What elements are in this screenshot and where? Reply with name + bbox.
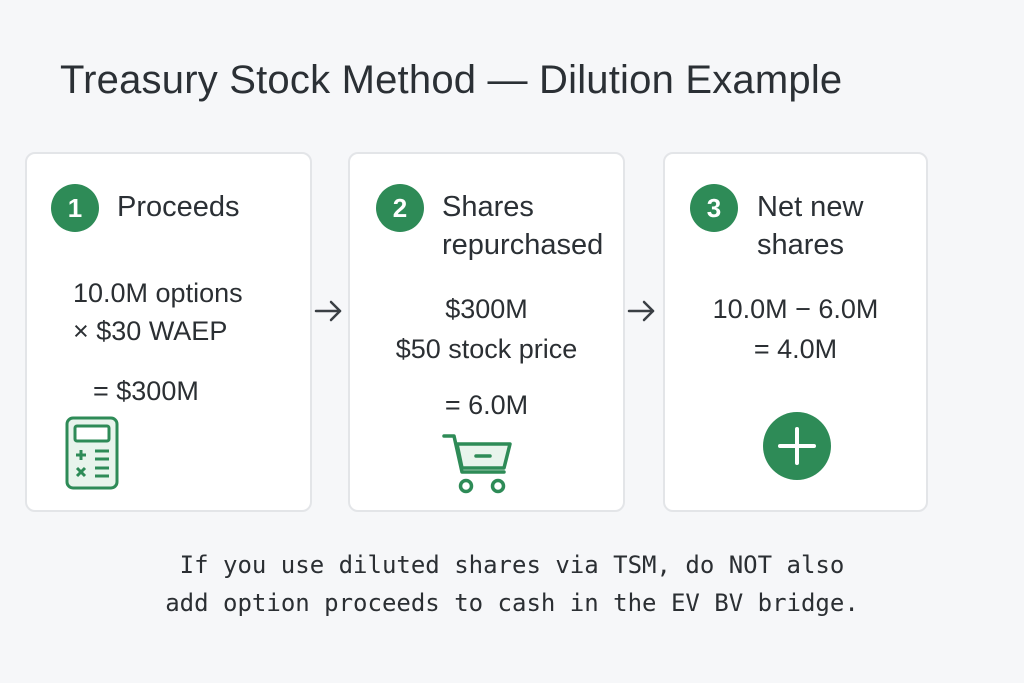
step-result: = $300M bbox=[93, 376, 199, 406]
step-number-badge: 3 bbox=[690, 184, 738, 232]
footnote-line: If you use diluted shares via TSM, do NO… bbox=[179, 551, 845, 579]
footnote-line: add option proceeds to cash in the EV BV… bbox=[165, 589, 859, 617]
arrow-right-icon bbox=[627, 300, 655, 322]
step-title: repurchased bbox=[442, 229, 604, 261]
step-line: 10.0M options bbox=[73, 278, 243, 308]
step-title: Proceeds bbox=[117, 191, 240, 223]
step-line: × $30 WAEP bbox=[73, 316, 228, 346]
page-title: Treasury Stock Method — Dilution Example bbox=[60, 58, 843, 102]
step-title: Net new bbox=[757, 191, 864, 223]
step-card-proceeds: 1 Proceeds 10.0M options × $30 WAEP = $3… bbox=[25, 152, 312, 512]
step-result: = 6.0M bbox=[444, 390, 529, 420]
step-card-net-new-shares: 3 Net new shares 10.0M − 6.0M = 4.0M bbox=[663, 152, 928, 512]
arrow-right-icon bbox=[314, 300, 342, 322]
plus-circle-icon bbox=[763, 412, 831, 480]
step-number-badge: 2 bbox=[376, 184, 424, 232]
step-line: $300M bbox=[445, 294, 528, 324]
step-line: $50 stock price bbox=[395, 334, 578, 364]
step-title: shares bbox=[757, 229, 845, 261]
step-result: = 4.0M bbox=[753, 334, 838, 364]
step-title: Shares bbox=[442, 191, 534, 223]
shopping-cart-icon bbox=[442, 434, 512, 494]
calculator-icon bbox=[65, 416, 119, 490]
step-number-badge: 1 bbox=[51, 184, 99, 232]
step-line: 10.0M − 6.0M bbox=[712, 294, 879, 324]
step-card-shares-repurchased: 2 Shares repurchased $300M $50 stock pri… bbox=[348, 152, 625, 512]
